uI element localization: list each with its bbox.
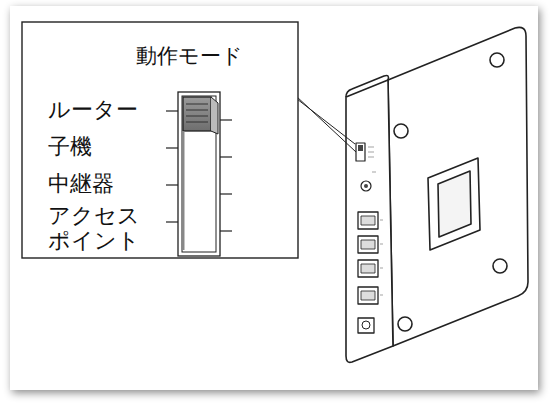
callout-title: 動作モード [136,44,243,68]
label-slot: ルーター [48,97,138,122]
foot [493,259,507,273]
panel-marks [368,147,383,295]
position-tick [166,111,232,231]
mode-switch [356,143,365,161]
slide-switch [166,92,232,256]
label-slot: 子機 [48,134,92,159]
lan-port [358,260,378,277]
router [346,27,528,362]
label-slot: 中継器 [48,171,114,196]
foot [394,124,408,138]
lan-port [358,212,378,229]
router-front [346,80,393,362]
logo-square [438,171,471,237]
foot [398,317,412,331]
dc-jack [358,318,374,333]
label-slot: 動作モード [136,44,243,68]
button [361,181,371,191]
label-slot: アクセス ポイント [48,203,158,254]
picture-frame [10,6,538,390]
lan-port [358,236,378,253]
mode-label: アクセス ポイント [48,203,158,254]
logo-plate [428,158,480,250]
switch-knob [183,97,211,131]
callout-box [22,22,298,258]
mode-label: ルーター [48,97,138,122]
router-side [388,27,528,346]
foot [490,53,504,67]
mode-label: 子機 [48,134,92,159]
mode-label: 中継器 [48,171,114,196]
wan-port [358,287,378,304]
